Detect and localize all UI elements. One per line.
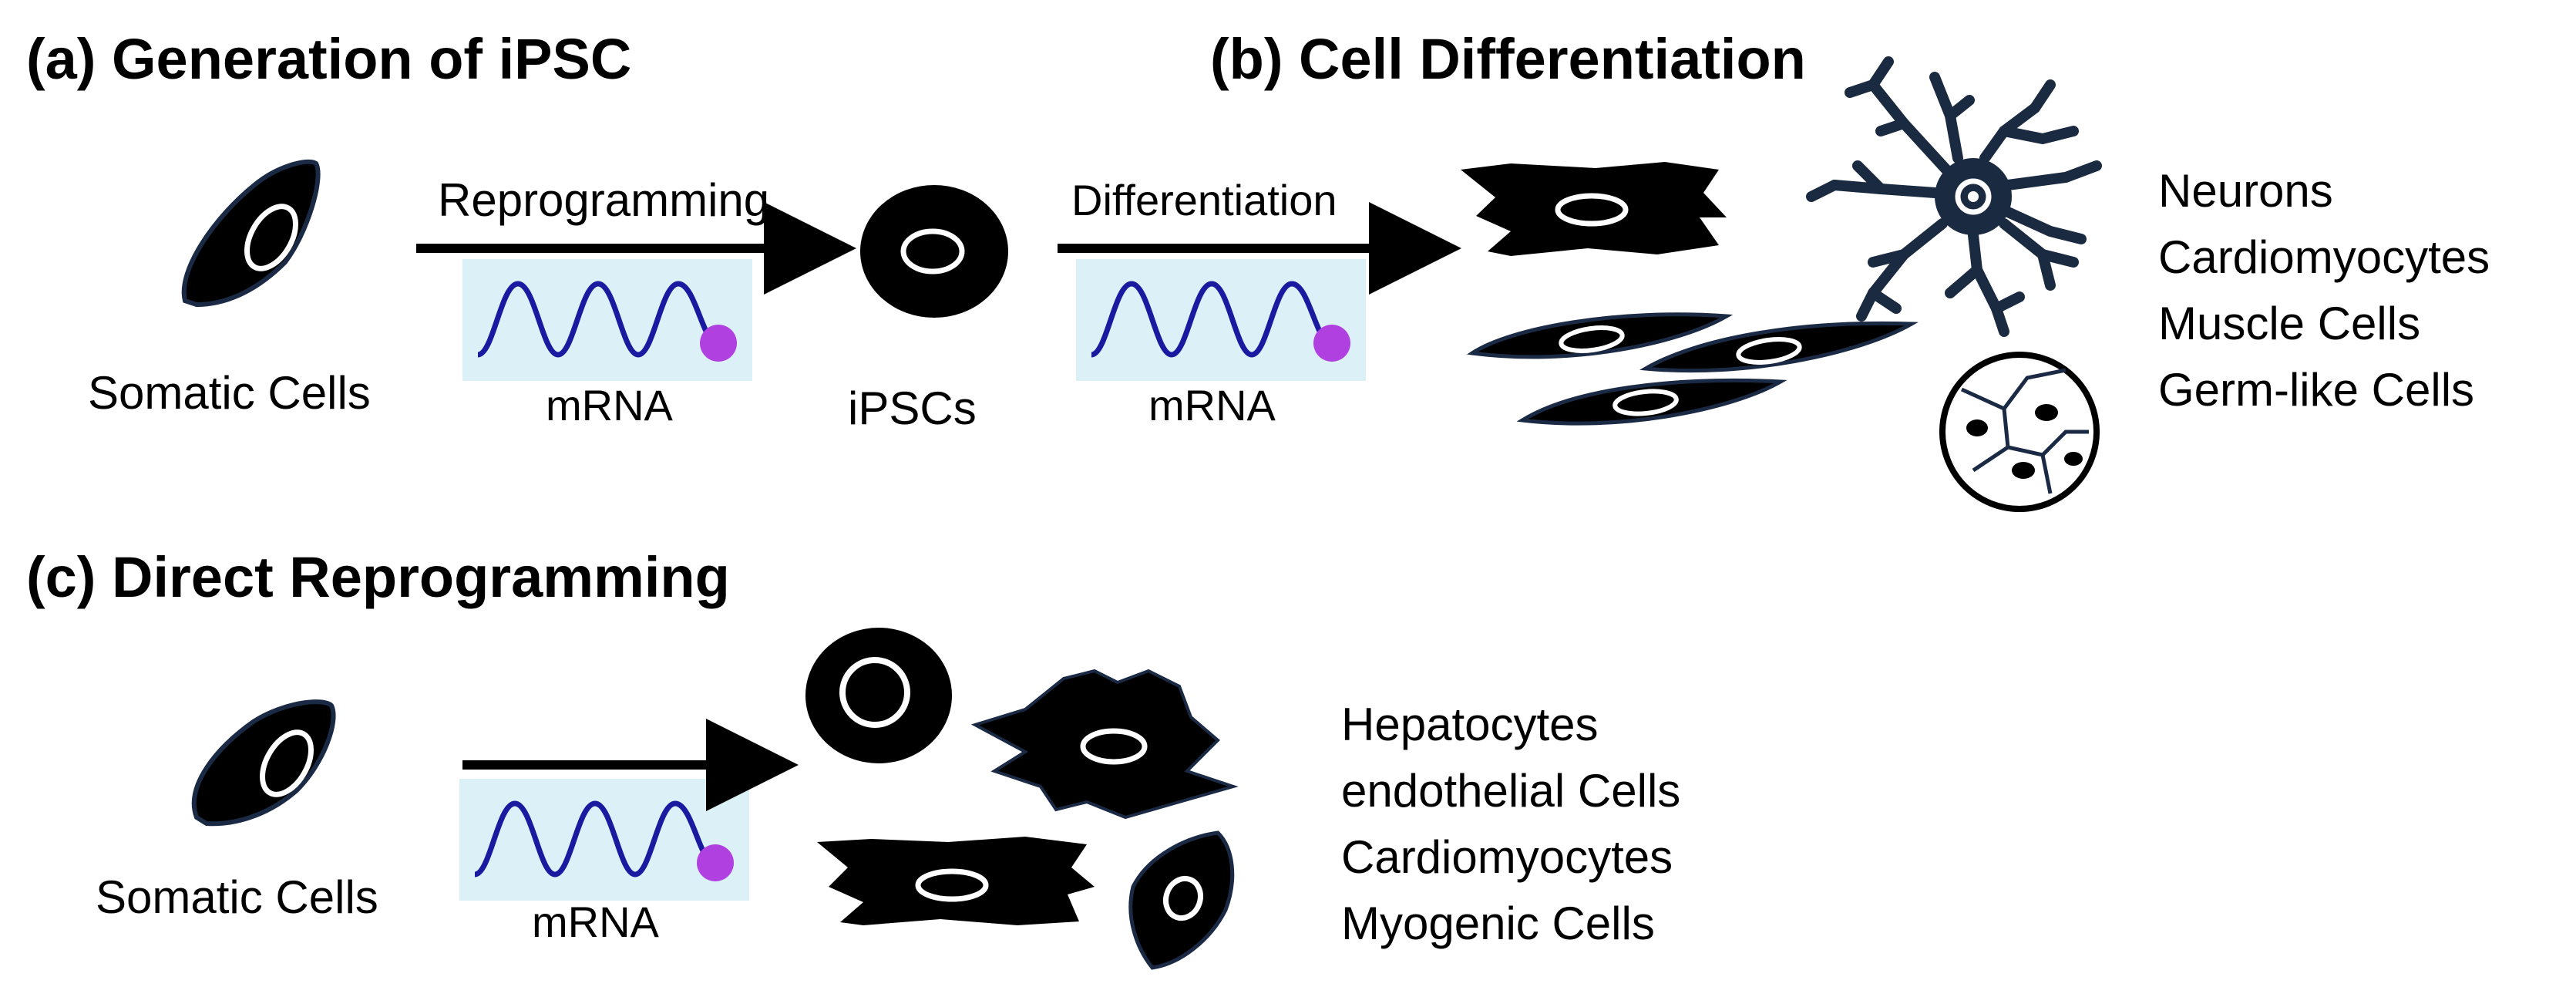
germ-like-cell-icon	[1939, 352, 2100, 512]
cell-type-b-1: Neurons	[2158, 165, 2333, 217]
somatic-cells-label-c: Somatic Cells	[96, 871, 378, 923]
mrna-label-a: mRNA	[546, 381, 673, 429]
mrna-a-icon	[476, 281, 737, 362]
mrna-c-icon	[473, 800, 734, 881]
mrna-label-b: mRNA	[1148, 381, 1276, 429]
somatic-cells-label-a: Somatic Cells	[88, 367, 371, 419]
muscle-cell-icon	[1467, 312, 1919, 426]
panel-c-title: (c) Direct Reprogramming	[26, 545, 730, 609]
mrna-label-c: mRNA	[532, 898, 659, 946]
differentiation-label: Differentiation	[1071, 176, 1337, 224]
endothelial-cell-icon	[970, 669, 1239, 820]
myogenic-cell-icon	[1128, 830, 1235, 970]
cell-type-b-3: Muscle Cells	[2158, 298, 2421, 349]
cardiomyocyte-c-cell-icon	[817, 837, 1095, 925]
mrna-b-icon	[1090, 281, 1350, 362]
cell-type-c-2: endothelial Cells	[1341, 765, 1681, 817]
cell-type-b-2: Cardiomyocytes	[2158, 231, 2490, 283]
hepatocyte-cell-icon	[805, 628, 952, 763]
reprogramming-label: Reprogramming	[438, 174, 770, 226]
somatic-cell-c-icon	[191, 699, 336, 827]
somatic-cell-a-icon	[181, 159, 321, 308]
panel-a-title: (a) Generation of iPSC	[26, 27, 632, 91]
cell-type-c-1: Hepatocytes	[1341, 699, 1599, 750]
neuron-cell-icon	[1806, 56, 2102, 337]
cardiomyocyte-cell-icon	[1461, 162, 1727, 256]
ipsc-cell-icon	[860, 185, 1008, 318]
cell-type-c-4: Myogenic Cells	[1341, 898, 1655, 949]
ipscs-label: iPSCs	[848, 382, 977, 434]
panel-b-title: (b) Cell Differentiation	[1210, 27, 1806, 91]
cell-type-c-3: Cardiomyocytes	[1341, 831, 1673, 883]
cell-type-b-4: Germ-like Cells	[2158, 364, 2475, 416]
